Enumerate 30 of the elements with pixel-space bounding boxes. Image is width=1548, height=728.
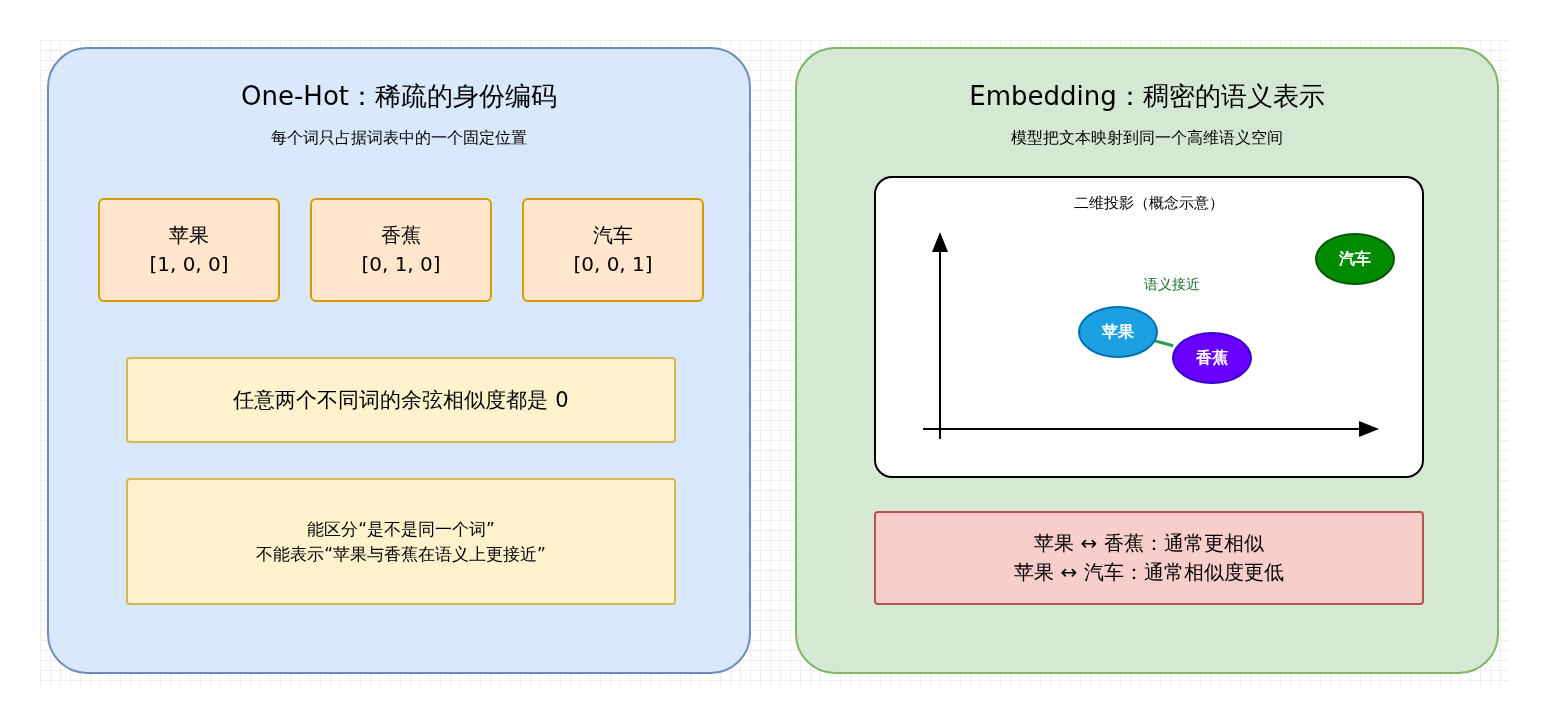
word-label: 汽车 (593, 222, 633, 249)
vector-text: [1, 0, 0] (149, 251, 229, 278)
word-card (98, 198, 280, 302)
note-text: 任意两个不同词的余弦相似度都是 0 (233, 386, 569, 414)
note-text: 苹果 ↔ 汽车：通常相似度更低 (1014, 559, 1284, 586)
panel-title: One-Hot：稀疏的身份编码 (241, 80, 557, 113)
note-box (126, 357, 676, 443)
word-card (310, 198, 492, 302)
panel-title: Embedding：稠密的语义表示 (969, 80, 1325, 113)
note-text: 苹果 ↔ 香蕉：通常更相似 (1034, 530, 1264, 557)
point-label: 汽车 (1339, 248, 1371, 271)
panel (795, 47, 1499, 674)
vector-text: [0, 0, 1] (573, 251, 653, 278)
vector-text: [0, 1, 0] (361, 251, 441, 278)
note-text: 能区分“是不是同一个词” (307, 517, 495, 541)
point-label: 苹果 (1102, 321, 1134, 344)
word-card (522, 198, 704, 302)
panel-subtitle: 模型把文本映射到同一个高维语义空间 (1011, 128, 1283, 149)
point-label: 香蕉 (1196, 347, 1228, 370)
word-label: 香蕉 (381, 222, 421, 249)
word-label: 苹果 (169, 222, 209, 249)
note-box (126, 478, 676, 605)
panel-subtitle: 每个词只占据词表中的一个固定位置 (271, 128, 527, 149)
plot-panel (874, 176, 1424, 478)
panel (47, 47, 751, 674)
note-text: 不能表示“苹果与香蕉在语义上更接近” (256, 542, 546, 566)
note-box (874, 511, 1424, 605)
point-ellipse (1172, 332, 1252, 384)
annotation-text: 语义接近 (1144, 276, 1200, 294)
plot-title: 二维投影（概念示意） (1074, 194, 1224, 213)
